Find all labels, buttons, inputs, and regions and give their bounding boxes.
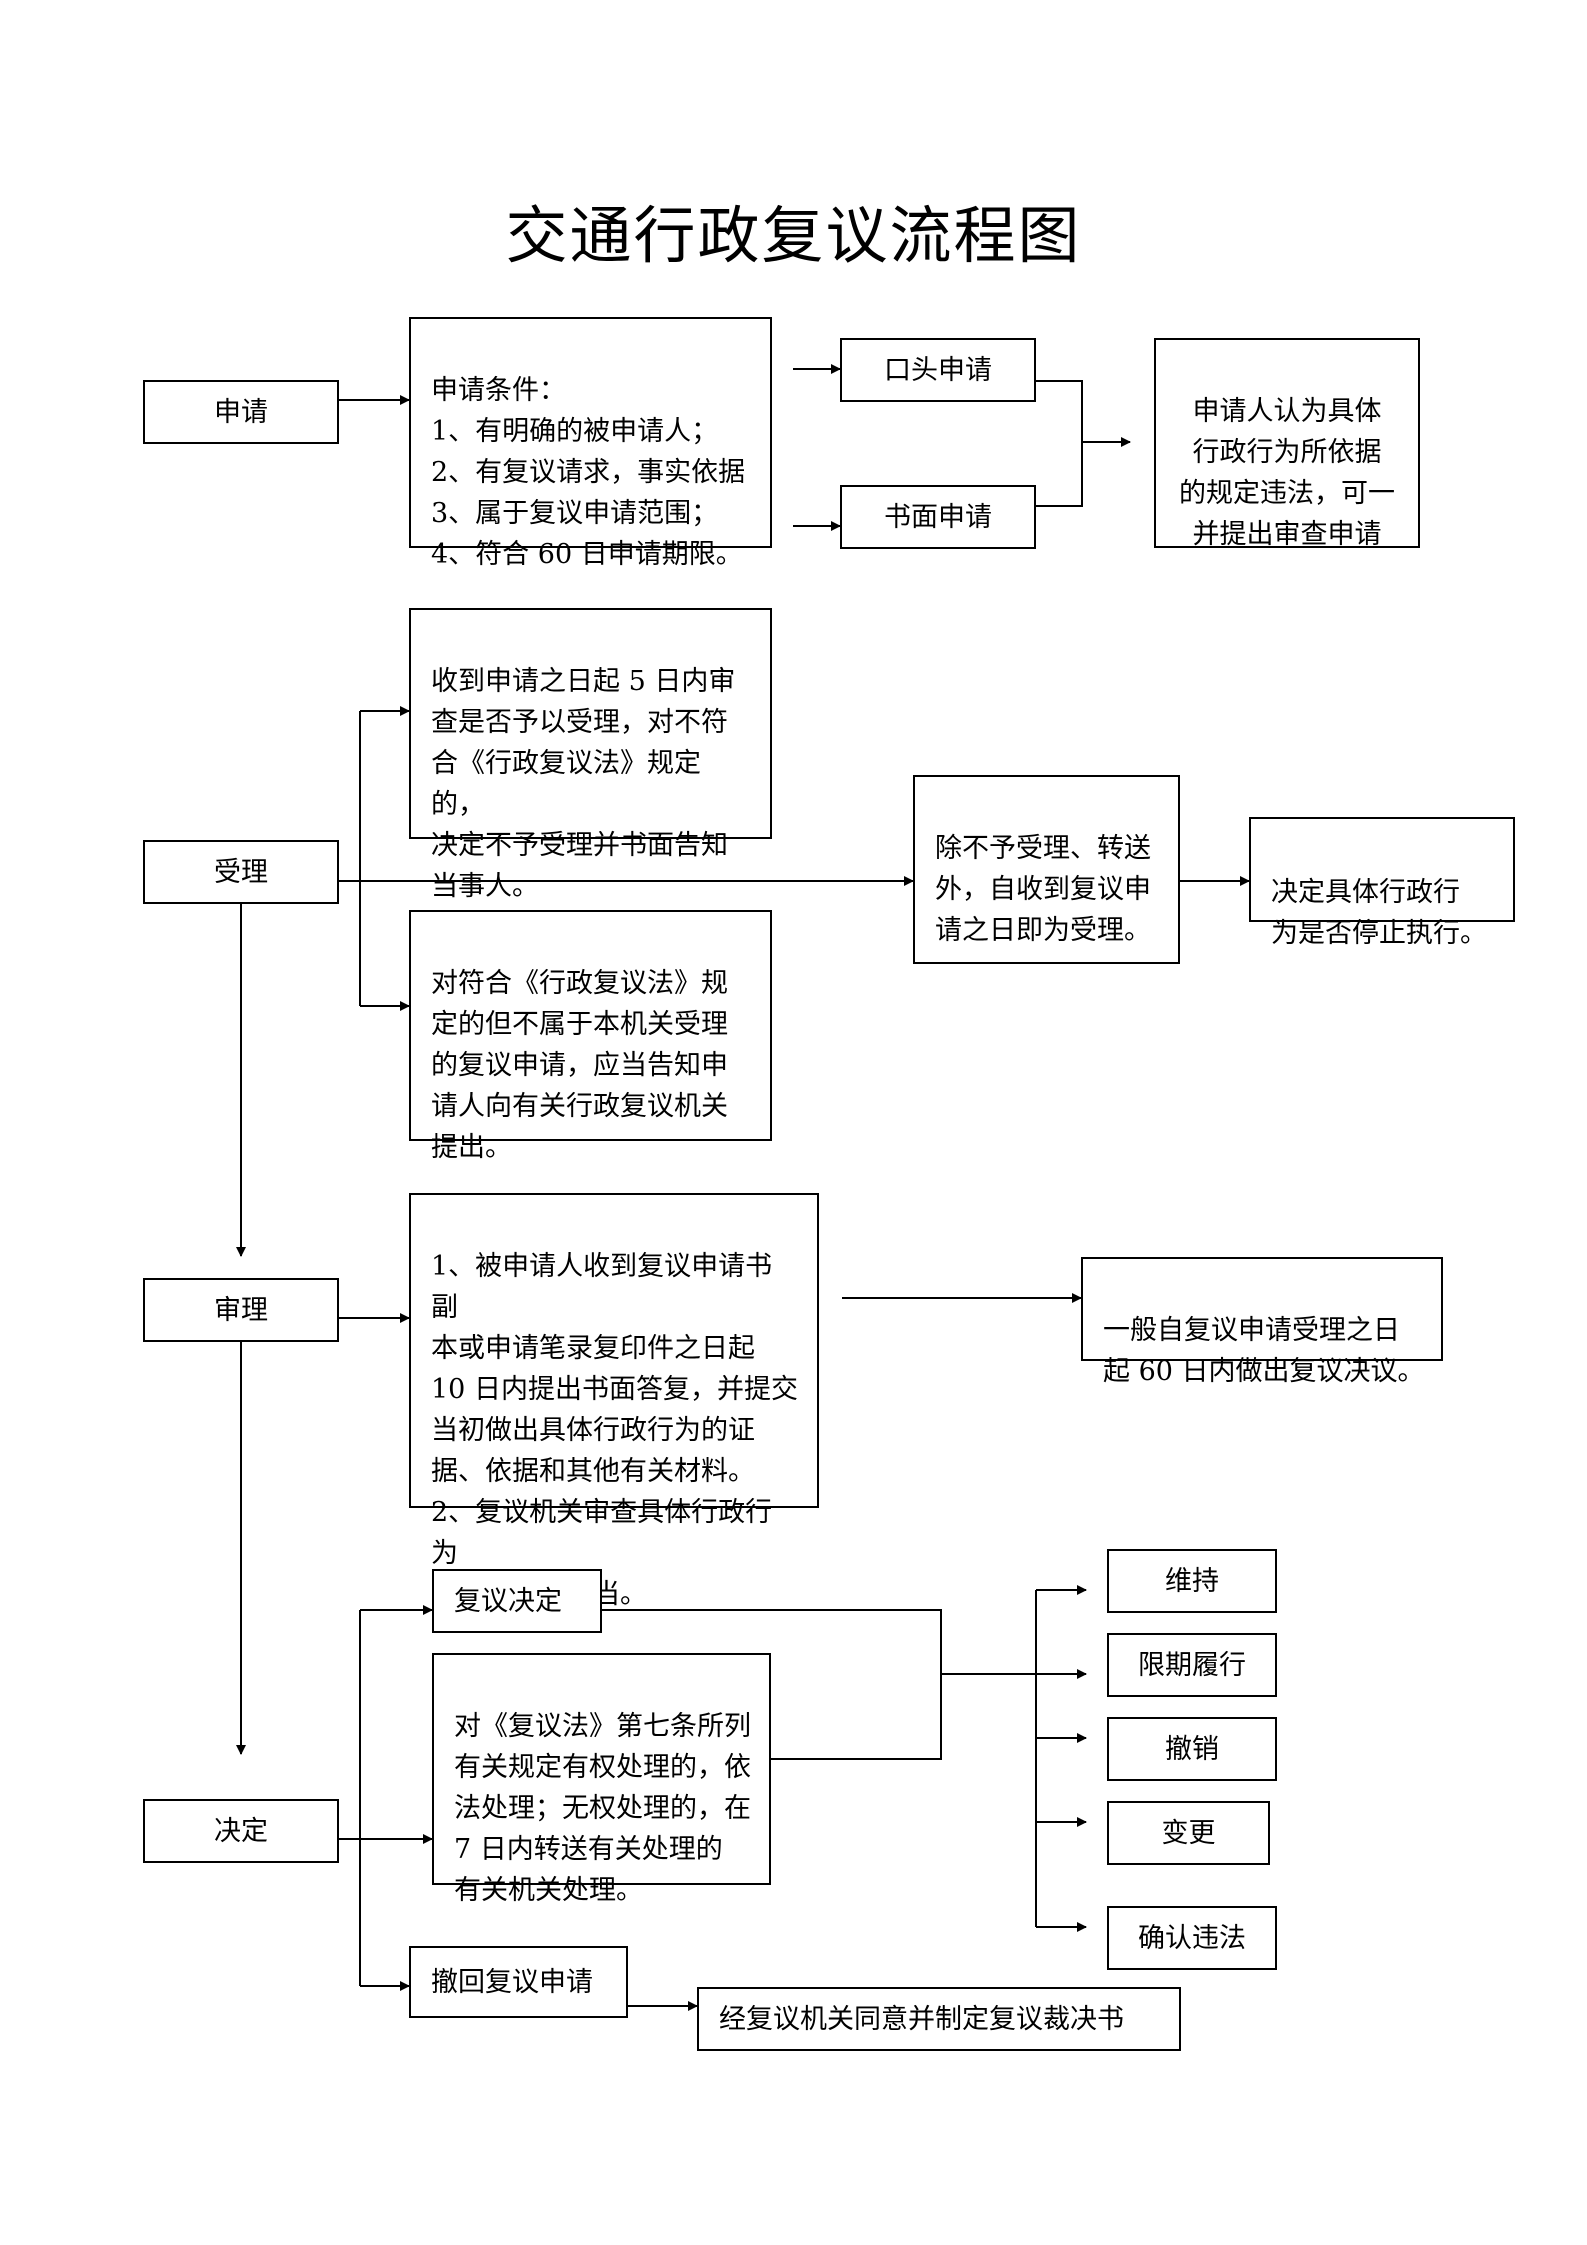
suspend-execution-text: 决定具体行政行 为是否停止执行。	[1271, 877, 1487, 949]
deemed-accepted-text: 除不予受理、转送 外，自收到复议申 请之日即为受理。	[935, 833, 1151, 946]
outcome-modify-label: 变更	[1161, 1817, 1216, 1849]
apply-conditions-box: 申请条件： 1、有明确的被申请人； 2、有复议请求，事实依据 3、属于复议申请范…	[409, 317, 772, 570]
legal-basis-review-box: 申请人认为具体 行政行为所依据 的规定违法，可一 并提出审查申请	[1154, 338, 1420, 550]
outcome-modify: 变更	[1107, 1801, 1270, 1865]
apply-conditions-text: 申请条件： 1、有明确的被申请人； 2、有复议请求，事实依据 3、属于复议申请范…	[431, 375, 746, 570]
refer-other-agency-text: 对符合《行政复议法》规 定的但不属于本机关受理 的复议申请，应当告知申 请人向有…	[431, 968, 728, 1163]
article7-box: 对《复议法》第七条所列 有关规定有权处理的，依 法处理；无权处理的，在 7 日内…	[432, 1653, 771, 1906]
stage-apply-label: 申请	[214, 396, 268, 428]
stage-accept: 受理	[143, 840, 339, 904]
refer-other-agency-box: 对符合《行政复议法》规 定的但不属于本机关受理 的复议申请，应当告知申 请人向有…	[409, 910, 772, 1163]
outcome-order-performance: 限期履行	[1107, 1633, 1277, 1697]
stage-decide: 决定	[143, 1799, 339, 1863]
stage-review-label: 审理	[214, 1294, 268, 1326]
article7-text: 对《复议法》第七条所列 有关规定有权处理的，依 法处理；无权处理的，在 7 日内…	[454, 1711, 751, 1906]
page-title: 交通行政复议流程图	[505, 199, 1082, 272]
review-steps-box: 1、被申请人收到复议申请书副 本或申请笔录复印件之日起 10 日内提出书面答复，…	[409, 1193, 819, 1610]
review-deadline-text: 一般自复议申请受理之日 起 60 日内做出复议决议。	[1103, 1315, 1425, 1387]
outcome-order-performance-label: 限期履行	[1138, 1649, 1246, 1681]
review-decision-label: 复议决定	[454, 1585, 562, 1617]
outcome-revoke-label: 撤销	[1165, 1733, 1219, 1765]
deemed-accepted-box: 除不予受理、转送 外，自收到复议申 请之日即为受理。	[913, 775, 1180, 964]
written-application-label: 书面申请	[884, 501, 992, 533]
outcome-revoke: 撤销	[1107, 1717, 1277, 1781]
outcome-uphold-label: 维持	[1165, 1565, 1219, 1597]
stage-accept-label: 受理	[214, 856, 268, 888]
withdrawal-ruling-label: 经复议机关同意并制定复议裁决书	[719, 2003, 1124, 2035]
stage-decide-label: 决定	[214, 1815, 268, 1847]
review-deadline-box: 一般自复议申请受理之日 起 60 日内做出复议决议。	[1081, 1257, 1443, 1387]
withdraw-application-box: 撤回复议申请	[409, 1946, 628, 2018]
outcome-uphold: 维持	[1107, 1549, 1277, 1613]
review-decision-box: 复议决定	[432, 1569, 602, 1633]
outcome-confirm-illegal-label: 确认违法	[1138, 1922, 1246, 1954]
written-application-box: 书面申请	[840, 485, 1036, 549]
withdraw-application-label: 撤回复议申请	[431, 1966, 593, 1998]
review-steps-text: 1、被申请人收到复议申请书副 本或申请笔录复印件之日起 10 日内提出书面答复，…	[431, 1251, 798, 1610]
stage-review: 审理	[143, 1278, 339, 1342]
stage-apply: 申请	[143, 380, 339, 444]
outcome-confirm-illegal: 确认违法	[1107, 1906, 1277, 1970]
suspend-execution-box: 决定具体行政行 为是否停止执行。	[1249, 817, 1515, 949]
five-day-review-text: 收到申请之日起 5 日内审 查是否予以受理，对不符 合《行政复议法》规定的， 决…	[431, 666, 736, 902]
oral-application-box: 口头申请	[840, 338, 1036, 402]
five-day-review-box: 收到申请之日起 5 日内审 查是否予以受理，对不符 合《行政复议法》规定的， 决…	[409, 608, 772, 902]
legal-basis-review-text: 申请人认为具体 行政行为所依据 的规定违法，可一 并提出审查申请	[1179, 396, 1395, 550]
withdrawal-ruling-box: 经复议机关同意并制定复议裁决书	[697, 1987, 1181, 2051]
oral-application-label: 口头申请	[884, 354, 992, 386]
